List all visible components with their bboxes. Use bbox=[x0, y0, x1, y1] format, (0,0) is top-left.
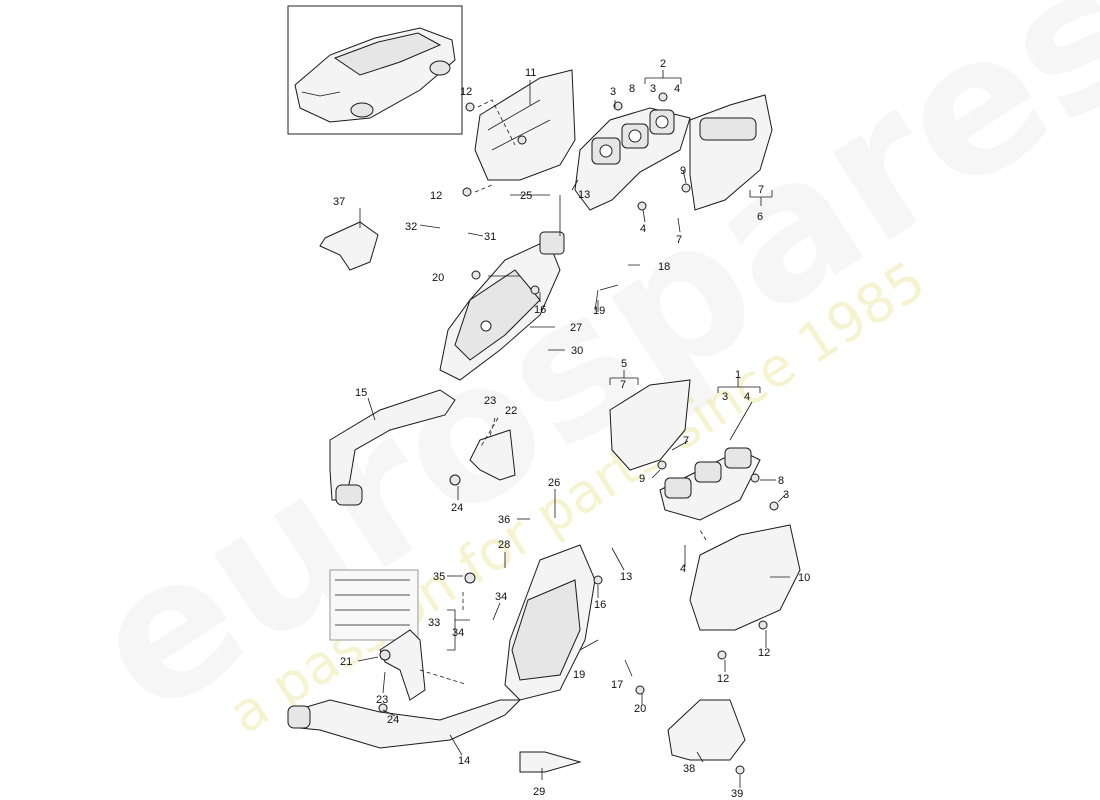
callout-38: 38 bbox=[683, 763, 695, 775]
callout-9-a: 9 bbox=[680, 165, 686, 177]
callout-4-a: 4 bbox=[674, 83, 680, 95]
car-thumbnail bbox=[287, 5, 463, 135]
callout-23-a: 23 bbox=[484, 395, 496, 407]
callout-35: 35 bbox=[433, 571, 445, 583]
heat-shield-lower-right bbox=[689, 524, 801, 631]
paste-tube bbox=[519, 751, 582, 773]
callout-8-a: 8 bbox=[629, 83, 635, 95]
exhaust-pipe-lower bbox=[289, 699, 522, 749]
callout-labels: 11 12 12 2 3 4 3 8 9 7 6 7 4 13 25 37 32… bbox=[333, 58, 810, 800]
callout-21: 21 bbox=[340, 656, 352, 668]
callout-23-b: 23 bbox=[376, 694, 388, 706]
callout-30: 30 bbox=[571, 345, 583, 357]
heat-shield-38 bbox=[667, 699, 746, 761]
callout-37: 37 bbox=[333, 196, 345, 208]
callout-27: 27 bbox=[570, 322, 582, 334]
callout-4-d: 4 bbox=[680, 563, 686, 575]
engine-block bbox=[329, 569, 419, 641]
callout-3-b: 3 bbox=[610, 86, 616, 98]
callout-1: 1 bbox=[735, 369, 741, 381]
callout-2: 2 bbox=[660, 58, 666, 70]
exhaust-pipe-upper bbox=[329, 389, 456, 501]
callout-15: 15 bbox=[355, 387, 367, 399]
callout-14: 14 bbox=[458, 755, 470, 767]
callout-19-a: 19 bbox=[593, 305, 605, 317]
callout-34-a: 34 bbox=[495, 591, 507, 603]
callout-7-a: 7 bbox=[758, 184, 764, 196]
callout-39: 39 bbox=[731, 788, 743, 800]
callout-4-c: 4 bbox=[744, 391, 750, 403]
callout-10: 10 bbox=[798, 572, 810, 584]
callout-18: 18 bbox=[658, 261, 670, 273]
exhaust-manifold-upper bbox=[574, 107, 691, 211]
callout-11: 11 bbox=[525, 67, 536, 79]
heat-shield-lower-left bbox=[609, 379, 691, 471]
callout-4-b: 4 bbox=[640, 223, 646, 235]
callout-22: 22 bbox=[505, 405, 517, 417]
callout-7-c: 7 bbox=[620, 379, 626, 391]
callout-17: 17 bbox=[611, 679, 623, 691]
callout-12-b: 12 bbox=[430, 190, 442, 202]
callout-7-b: 7 bbox=[676, 234, 682, 246]
callout-5: 5 bbox=[621, 358, 627, 370]
heat-shield-upper-left bbox=[474, 69, 576, 181]
callout-25: 25 bbox=[520, 190, 532, 202]
callout-20-b: 20 bbox=[634, 703, 646, 715]
callout-3-a: 3 bbox=[650, 83, 656, 95]
callout-7-d: 7 bbox=[683, 435, 689, 447]
exhaust-manifold-lower bbox=[659, 447, 761, 521]
bracket-37 bbox=[319, 221, 379, 271]
callout-32: 32 bbox=[405, 221, 417, 233]
callout-20-a: 20 bbox=[432, 272, 444, 284]
callout-19-b: 19 bbox=[573, 669, 585, 681]
callout-9-b: 9 bbox=[639, 473, 645, 485]
leader-lines bbox=[357, 70, 790, 788]
bracket-lower bbox=[379, 629, 426, 701]
fasteners bbox=[378, 92, 779, 775]
callout-33: 33 bbox=[428, 617, 440, 629]
callout-24-b: 24 bbox=[387, 714, 399, 726]
callout-13-a: 13 bbox=[578, 189, 590, 201]
callout-3-c: 3 bbox=[722, 391, 728, 403]
bracket-upper bbox=[469, 429, 516, 481]
callout-26: 26 bbox=[548, 477, 560, 489]
callout-31: 31 bbox=[484, 231, 496, 243]
callout-12-d: 12 bbox=[717, 673, 729, 685]
callout-36: 36 bbox=[498, 514, 510, 526]
callout-34-b: 34 bbox=[452, 627, 464, 639]
callout-3-d: 3 bbox=[783, 489, 789, 501]
callout-29: 29 bbox=[533, 786, 545, 798]
callout-12-c: 12 bbox=[758, 647, 770, 659]
callout-12-a: 12 bbox=[460, 86, 472, 98]
callout-13-b: 13 bbox=[620, 571, 632, 583]
callout-16-a: 16 bbox=[534, 304, 546, 316]
callout-8-b: 8 bbox=[778, 475, 784, 487]
callout-24-a: 24 bbox=[451, 502, 463, 514]
callout-6: 6 bbox=[757, 211, 763, 223]
callout-28: 28 bbox=[498, 539, 510, 551]
callout-16-b: 16 bbox=[594, 599, 606, 611]
